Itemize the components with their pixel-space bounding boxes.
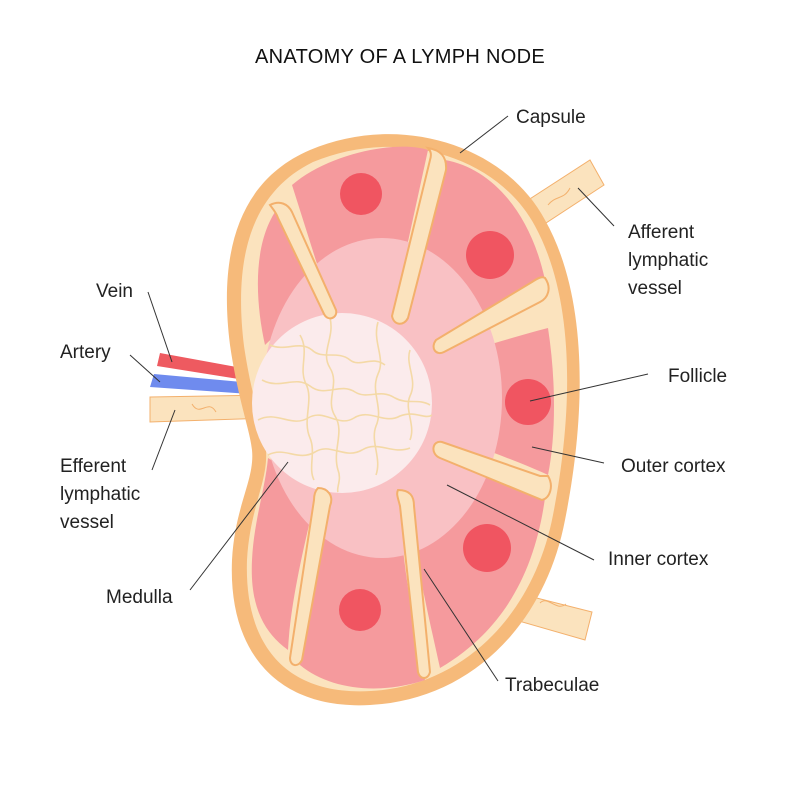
label-vein: Vein: [96, 281, 133, 302]
label-inner-cortex: Inner cortex: [608, 549, 709, 570]
labels: Capsule Afferent lymphatic vessel Vein A…: [60, 107, 727, 696]
follicle: [340, 173, 382, 215]
medullary-cords: [257, 317, 433, 493]
label-efferent-lymphatic-vessel: Efferent lymphatic vessel: [60, 456, 146, 533]
artery: [150, 374, 264, 395]
diagram-title: ANATOMY OF A LYMPH NODE: [255, 46, 545, 68]
label-medulla: Medulla: [106, 587, 173, 608]
label-follicle: Follicle: [668, 366, 727, 387]
label-capsule: Capsule: [516, 107, 586, 128]
follicle: [339, 589, 381, 631]
label-afferent-lymphatic-vessel: Afferent lymphatic vessel: [628, 222, 714, 299]
follicle: [463, 524, 511, 572]
follicle: [505, 379, 551, 425]
lymph-node: [226, 134, 580, 706]
trabeculae: [268, 146, 552, 679]
medulla: [252, 313, 432, 493]
label-trabeculae: Trabeculae: [505, 675, 599, 696]
follicles: [339, 173, 551, 631]
leader-lines: [129, 115, 649, 682]
label-artery: Artery: [60, 342, 111, 363]
label-outer-cortex: Outer cortex: [621, 456, 726, 477]
follicle: [466, 231, 514, 279]
